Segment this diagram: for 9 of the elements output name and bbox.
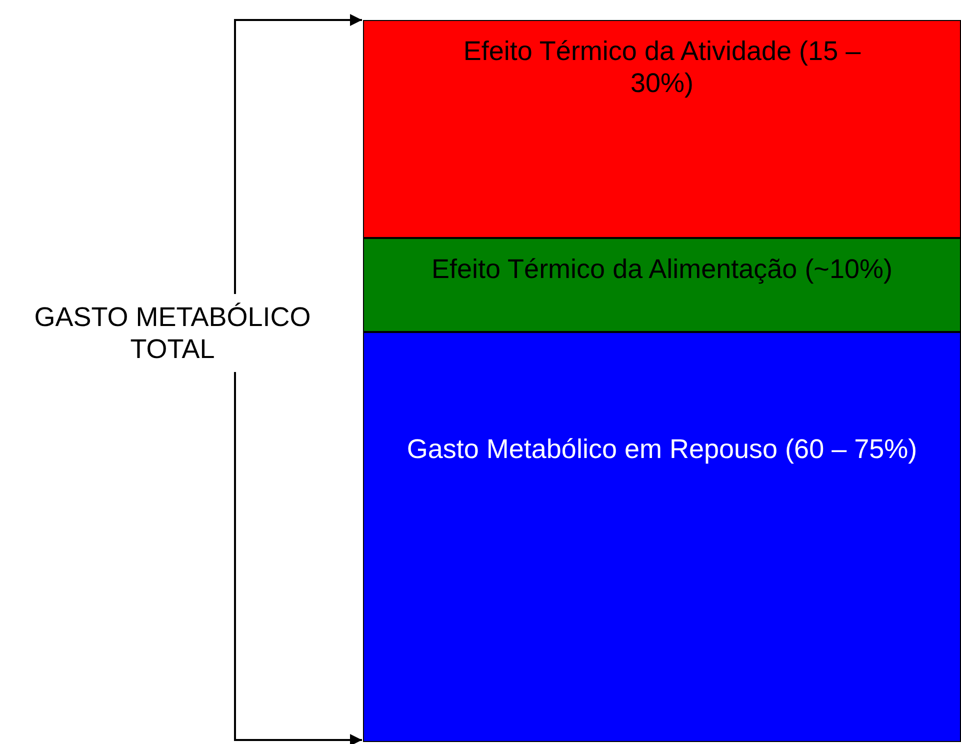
bracket-arrow: [234, 372, 362, 744]
band-text: GASTO METABÓLICO TOTAL: [33, 300, 312, 366]
band-text: Efeito Térmico da Atividade (15 – 30%): [462, 35, 862, 100]
band-text: Efeito Térmico da Alimentação (~10%): [432, 253, 892, 286]
bracket-arrow: [234, 14, 362, 294]
food-band: [363, 238, 961, 332]
band-text: Gasto Metabólico em Repouso (60 – 75%): [406, 433, 918, 466]
activity-band: [363, 20, 961, 238]
rest-band: [363, 332, 961, 742]
